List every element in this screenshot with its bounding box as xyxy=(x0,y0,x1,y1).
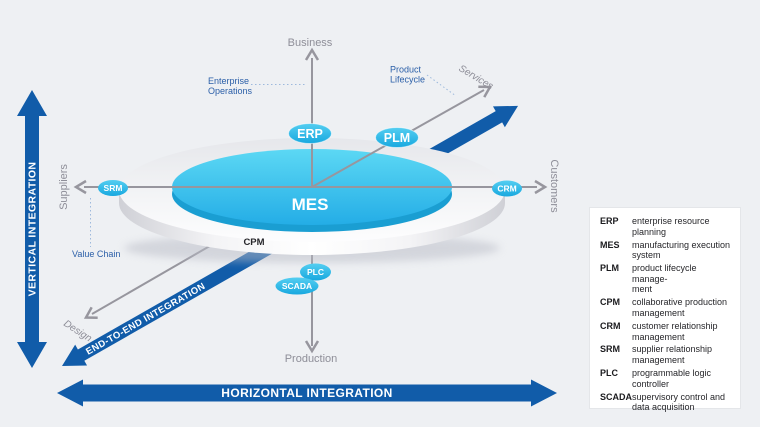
srm-badge: SRM xyxy=(98,180,128,196)
srm-label: SRM xyxy=(104,183,123,193)
legend-def-line2: system xyxy=(632,250,661,261)
plc-badge: PLC xyxy=(300,263,331,281)
legend-def-line2: data acquisition xyxy=(632,402,695,413)
legend-term: ERP xyxy=(600,216,619,226)
plm-badge: PLM xyxy=(375,127,419,148)
end-to-end-integration-label: END-TO-END INTEGRATION xyxy=(84,281,207,358)
mes-label: MES xyxy=(292,195,329,214)
legend-def-line1: product lifecycle manage- xyxy=(632,263,697,284)
production-arrowhead-icon xyxy=(304,340,320,354)
legend-term: CRM xyxy=(600,320,621,331)
crm-badge: CRM xyxy=(492,180,522,197)
legend-term: CPM xyxy=(600,297,620,308)
legend-def-line1: manufacturing execution xyxy=(632,239,731,250)
horizontal-integration-arrow: HORIZONTAL INTEGRATION xyxy=(57,379,557,407)
erp-badge: ERP xyxy=(288,123,332,144)
cpm-label: CPM xyxy=(243,237,264,248)
plc-label: PLC xyxy=(307,267,324,277)
design-axis-label: Design xyxy=(61,318,93,344)
customers-axis-label: Customers xyxy=(548,159,560,213)
value-chain-annotation: Value Chain xyxy=(72,198,120,259)
suppliers-arrowhead-icon xyxy=(73,179,87,195)
plm-label: PLM xyxy=(384,131,410,145)
enterprise-operations-line2: Operations xyxy=(208,86,253,96)
legend-def-line1: customer relationship xyxy=(632,320,718,331)
enterprise-operations-annotation: Enterprise Operations xyxy=(208,76,306,96)
product-lifecycle-annotation: Product Lifecycle xyxy=(390,65,457,97)
legend-def-line2: controller xyxy=(632,378,670,389)
enterprise-operations-line1: Enterprise xyxy=(208,76,249,86)
product-lifecycle-line1: Product xyxy=(390,65,422,75)
legend-def-line2: ment xyxy=(632,284,653,295)
legend-term: PLM xyxy=(600,263,619,274)
design-arrowhead-icon xyxy=(83,306,98,319)
legend-def-line1: supplier relationship xyxy=(632,344,713,355)
legend-def-line1: programmable logic xyxy=(632,368,712,379)
erp-label: ERP xyxy=(297,127,323,141)
legend-term: MES xyxy=(600,239,620,250)
legend-def-line1: supervisory control and xyxy=(632,391,726,402)
scada-badge: SCADA xyxy=(275,277,319,295)
legend-term: SCADA xyxy=(600,391,633,402)
legend-row-plm: PLM product lifecycle manage-ment xyxy=(600,263,734,295)
horizontal-integration-label: HORIZONTAL INTEGRATION xyxy=(221,386,392,400)
services-arrowhead-icon xyxy=(478,85,493,98)
production-axis-label: Production xyxy=(285,353,338,365)
legend-def-line2: management xyxy=(632,355,685,366)
crm-label: CRM xyxy=(497,184,516,194)
legend-def-line2: management xyxy=(632,307,685,318)
legend-def-line2: planning xyxy=(632,226,667,237)
legend-definition: product lifecycle manage-ment xyxy=(632,263,734,295)
product-lifecycle-connector xyxy=(426,74,457,97)
value-chain-label: Value Chain xyxy=(72,249,120,259)
business-axis-label: Business xyxy=(288,37,333,49)
legend-def-line1: enterprise resource xyxy=(632,216,710,226)
legend-term: SRM xyxy=(600,344,620,355)
suppliers-axis-label: Suppliers xyxy=(58,164,70,210)
legend-def-line1: collaborative production xyxy=(632,297,728,308)
services-axis-label: Services xyxy=(456,63,495,92)
vertical-integration-arrow: VERTICAL INTEGRATION xyxy=(17,90,47,368)
scada-label: SCADA xyxy=(282,281,312,291)
business-arrowhead-icon xyxy=(304,47,320,61)
vertical-integration-label: VERTICAL INTEGRATION xyxy=(27,162,39,297)
legend-term: PLC xyxy=(600,368,618,379)
legend-def-line2: management xyxy=(632,331,685,342)
product-lifecycle-line2: Lifecycle xyxy=(390,75,425,85)
customers-arrowhead-icon xyxy=(534,179,548,195)
